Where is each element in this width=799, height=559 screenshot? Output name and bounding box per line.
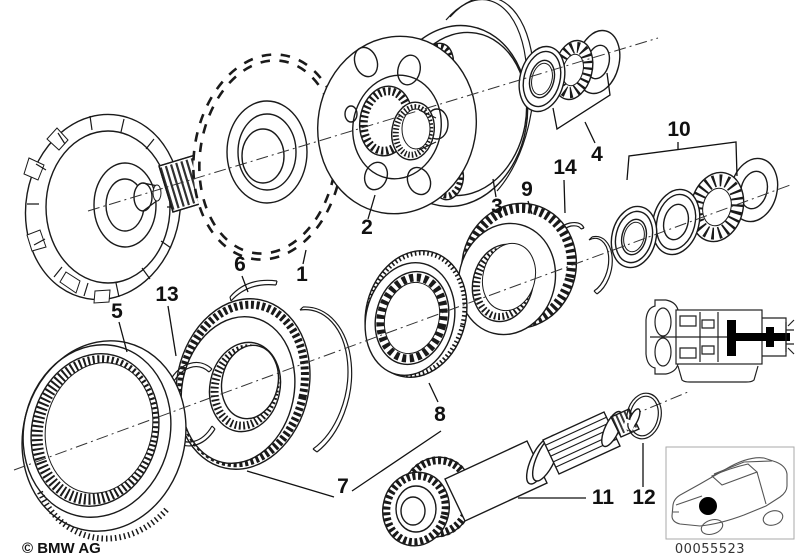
upper-centerline bbox=[87, 37, 659, 212]
callout-5[interactable]: 5 bbox=[111, 300, 123, 323]
lower-centerline bbox=[13, 183, 794, 471]
thrust-bearing-set-part4 bbox=[518, 29, 621, 113]
planet-carrier-part2 bbox=[316, 0, 535, 215]
highlighted-section bbox=[727, 320, 736, 356]
gear-part9 bbox=[457, 202, 578, 336]
callout-8[interactable]: 8 bbox=[434, 403, 446, 426]
callout-7[interactable]: 7 bbox=[337, 475, 349, 498]
leader-lines bbox=[118, 72, 738, 499]
bearing-set-part10 bbox=[610, 157, 779, 269]
callout-14[interactable]: 14 bbox=[553, 156, 577, 179]
car-thumbnail bbox=[665, 446, 795, 540]
circlip-part12 bbox=[622, 392, 662, 440]
transmission-schematic bbox=[645, 299, 795, 383]
callout-12[interactable]: 12 bbox=[632, 486, 655, 509]
callout-13[interactable]: 13 bbox=[155, 283, 178, 306]
callout-1[interactable]: 1 bbox=[296, 263, 308, 286]
output-shaft-part11 bbox=[382, 408, 641, 547]
callout-10[interactable]: 10 bbox=[667, 118, 690, 141]
callouts: 1 2 3 4 5 6 7 8 9 10 11 12 13 14 bbox=[111, 118, 691, 509]
callout-2[interactable]: 2 bbox=[361, 216, 373, 239]
part-number: 00055523 bbox=[675, 542, 745, 557]
copyright-notice: © BMW AG bbox=[22, 540, 101, 557]
callout-3[interactable]: 3 bbox=[491, 195, 503, 218]
location-dot bbox=[699, 497, 717, 515]
ring-gear-part7 bbox=[175, 279, 353, 470]
freewheel-part8 bbox=[364, 250, 468, 378]
callout-4[interactable]: 4 bbox=[591, 143, 603, 166]
clutch-plate-part1 bbox=[192, 53, 344, 261]
callout-11[interactable]: 11 bbox=[592, 486, 615, 509]
clutch-drum bbox=[23, 113, 182, 304]
hook-clip-part14 bbox=[554, 221, 585, 242]
arc-clip-part6 bbox=[229, 279, 278, 302]
callout-6[interactable]: 6 bbox=[234, 253, 246, 276]
callout-9[interactable]: 9 bbox=[521, 178, 533, 201]
snap-ring-arc bbox=[588, 235, 613, 295]
ring-gear-part5 bbox=[21, 340, 187, 542]
